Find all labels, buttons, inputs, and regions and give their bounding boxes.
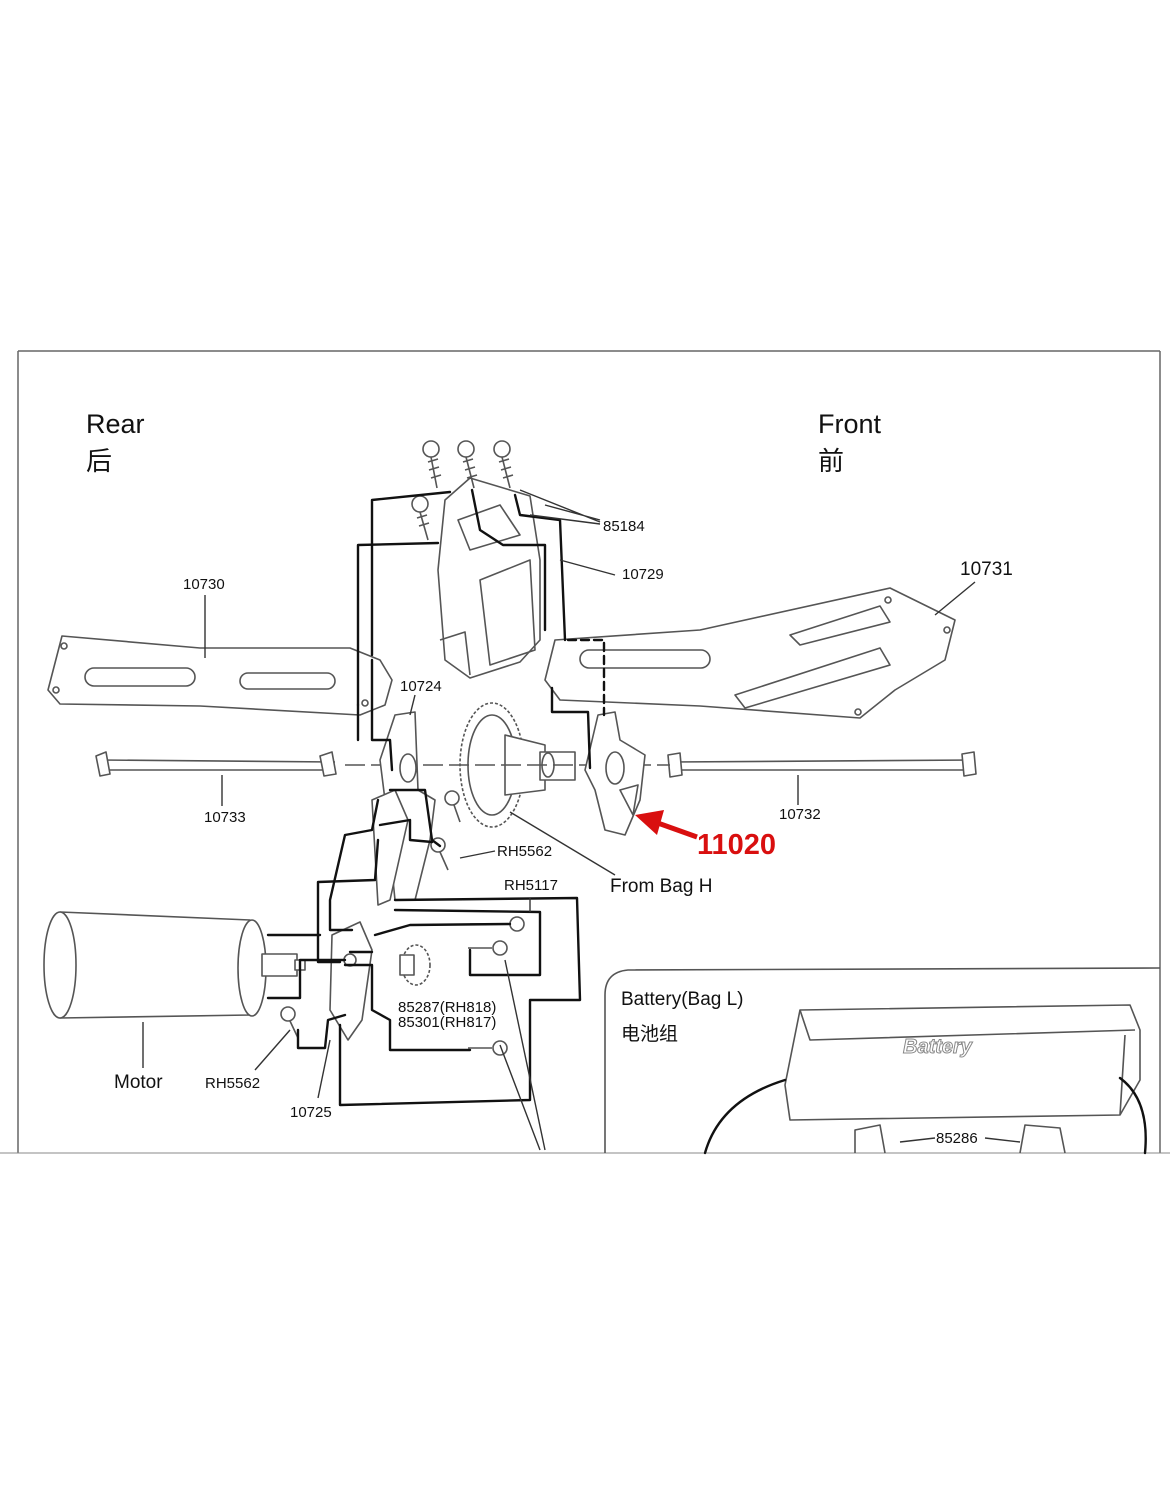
diagram-frame	[0, 350, 1170, 1154]
motor-mount	[329, 921, 373, 1041]
small-screws	[280, 790, 525, 1056]
front-chassis-plate	[544, 587, 956, 719]
part-85286: 85286	[936, 1130, 978, 1147]
part-10731: 10731	[960, 559, 1013, 580]
part-rh5117: RH5117	[504, 877, 558, 894]
part-85184: 85184	[603, 518, 645, 535]
part-10729: 10729	[622, 566, 664, 583]
part-10725: 10725	[290, 1104, 332, 1121]
part-10724: 10724	[400, 678, 442, 695]
battery-inset	[604, 967, 1161, 1155]
motor-label: Motor	[114, 1072, 163, 1093]
pinion-gear	[399, 944, 431, 986]
screw-group-85184	[411, 440, 514, 541]
battery-print: Battery	[903, 1036, 973, 1058]
part-rh5562-upper: RH5562	[497, 843, 552, 860]
part-11020-highlight: 11020	[697, 829, 776, 861]
part-85301: 85301(RH817)	[398, 1014, 496, 1031]
motor-body	[43, 911, 306, 1019]
part-85287: 85287(RH818)	[398, 999, 496, 1016]
rear-label: Rear	[86, 409, 145, 439]
rear-diff-mount	[371, 711, 436, 906]
callout-pointers	[142, 489, 976, 1151]
from-bag-h-label: From Bag H	[610, 876, 712, 897]
front-label: Front	[818, 409, 882, 439]
battery-label: Battery(Bag L)	[621, 989, 744, 1010]
part-10733: 10733	[204, 809, 246, 826]
part-10732: 10732	[779, 806, 821, 823]
gear-cover	[437, 477, 541, 679]
battery-label-cn: 电池组	[621, 1023, 678, 1045]
text-labels: Rear 后 Front 前 85184 10729 10731 10730 1…	[86, 409, 1013, 1147]
part-10730: 10730	[183, 576, 225, 593]
front-diff-mount	[584, 711, 646, 836]
rear-chassis-plate	[47, 635, 393, 716]
part-rh5562-lower: RH5562	[205, 1075, 260, 1092]
assembly-lines	[266, 488, 606, 1107]
front-label-cn: 前	[818, 446, 844, 476]
arrow-icon	[635, 810, 698, 840]
rear-label-cn: 后	[86, 446, 112, 476]
